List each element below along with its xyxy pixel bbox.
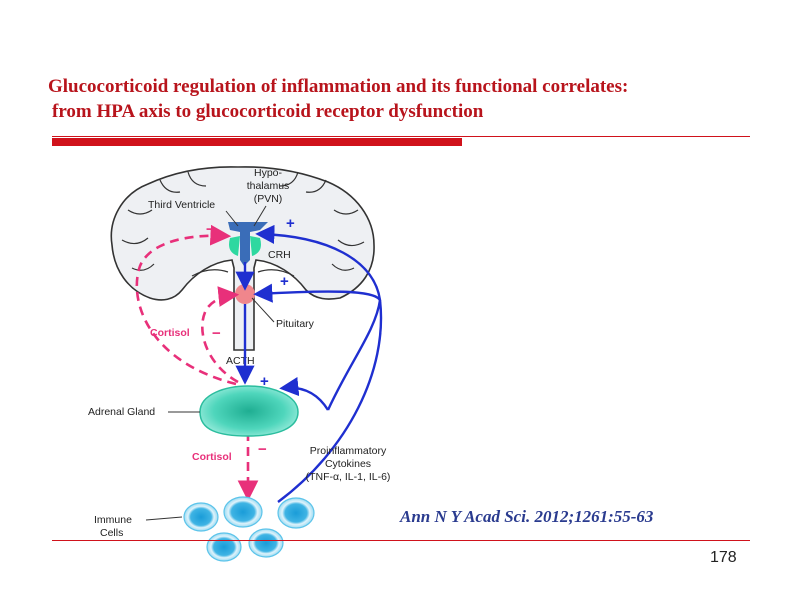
arrow-cortisol-to-pituitary [201,286,240,384]
title-rule-thick [52,138,462,146]
sign-plus-hypothalamus: + [286,215,295,232]
brain-lower-curves [191,269,295,277]
pointer-hypothalamus [253,205,267,227]
label-hypothalamus-2: thalamus [247,180,290,192]
pituitary-shape [235,284,255,304]
label-cortisol-lower: Cortisol [192,451,232,463]
arrow-cortisol-to-hypothalamus [135,224,237,386]
pointer-pituitary [251,297,275,323]
label-cytokines-1: Proinflammatory [310,445,387,457]
label-immune-1: Immune [94,514,132,526]
sign-plus-adrenal: + [260,373,269,390]
title-line-1: Glucocorticoid regulation of inflammatio… [48,76,629,97]
arrow-cytokines-to-hypothalamus [255,224,383,503]
label-cortisol-upper: Cortisol [150,327,190,339]
page-number: 178 [710,549,737,566]
adrenal-gland-shape [199,385,299,437]
immune-cells [183,496,315,562]
label-adrenal-gland: Adrenal Gland [88,406,155,418]
sign-minus-hypothalamus: − [206,221,215,238]
label-cytokines-2: Cytokines [325,458,371,470]
arrow-cytokines-to-pituitary [253,283,382,303]
pointer-third-ventricle [225,210,239,227]
arrow-cytokines-to-adrenal [279,377,330,411]
immune-cell [206,532,242,562]
citation: Ann N Y Acad Sci. 2012;1261:55-63 [400,507,654,526]
sign-minus-pituitary: − [212,325,221,342]
label-pituitary: Pituitary [276,318,315,330]
immune-cell [277,497,315,529]
sign-minus-immune: − [258,441,267,458]
immune-cell [223,496,263,528]
third-ventricle-shape [228,222,268,266]
title-rule-thin [52,136,750,137]
brain-sulci-left [121,171,207,271]
label-cytokines-3: (TNF-α, IL-1, IL-6) [306,471,391,483]
brain-sulci-right [279,171,365,271]
label-immune-2: Cells [100,527,123,539]
sign-plus-pituitary: + [280,273,289,290]
immune-cell [248,528,284,558]
label-acth: ACTH [226,355,255,367]
label-crh: CRH [268,249,291,261]
pointer-immune [145,516,183,521]
title-line-2: from HPA axis to glucocorticoid receptor… [52,101,484,122]
footer-rule [52,540,750,541]
immune-cell [183,502,219,532]
hpa-axis-diagram: Hypo- thalamus (PVN) Third Ventricle CRH… [88,166,391,562]
hypothalamus-shape [229,236,261,256]
label-hypothalamus-3: (PVN) [254,193,283,205]
label-hypothalamus-1: Hypo- [254,167,283,179]
label-third-ventricle: Third Ventricle [148,199,215,211]
slide-title: Glucocorticoid regulation of inflammatio… [48,74,768,124]
arrow-cytokines-branch [326,299,382,411]
